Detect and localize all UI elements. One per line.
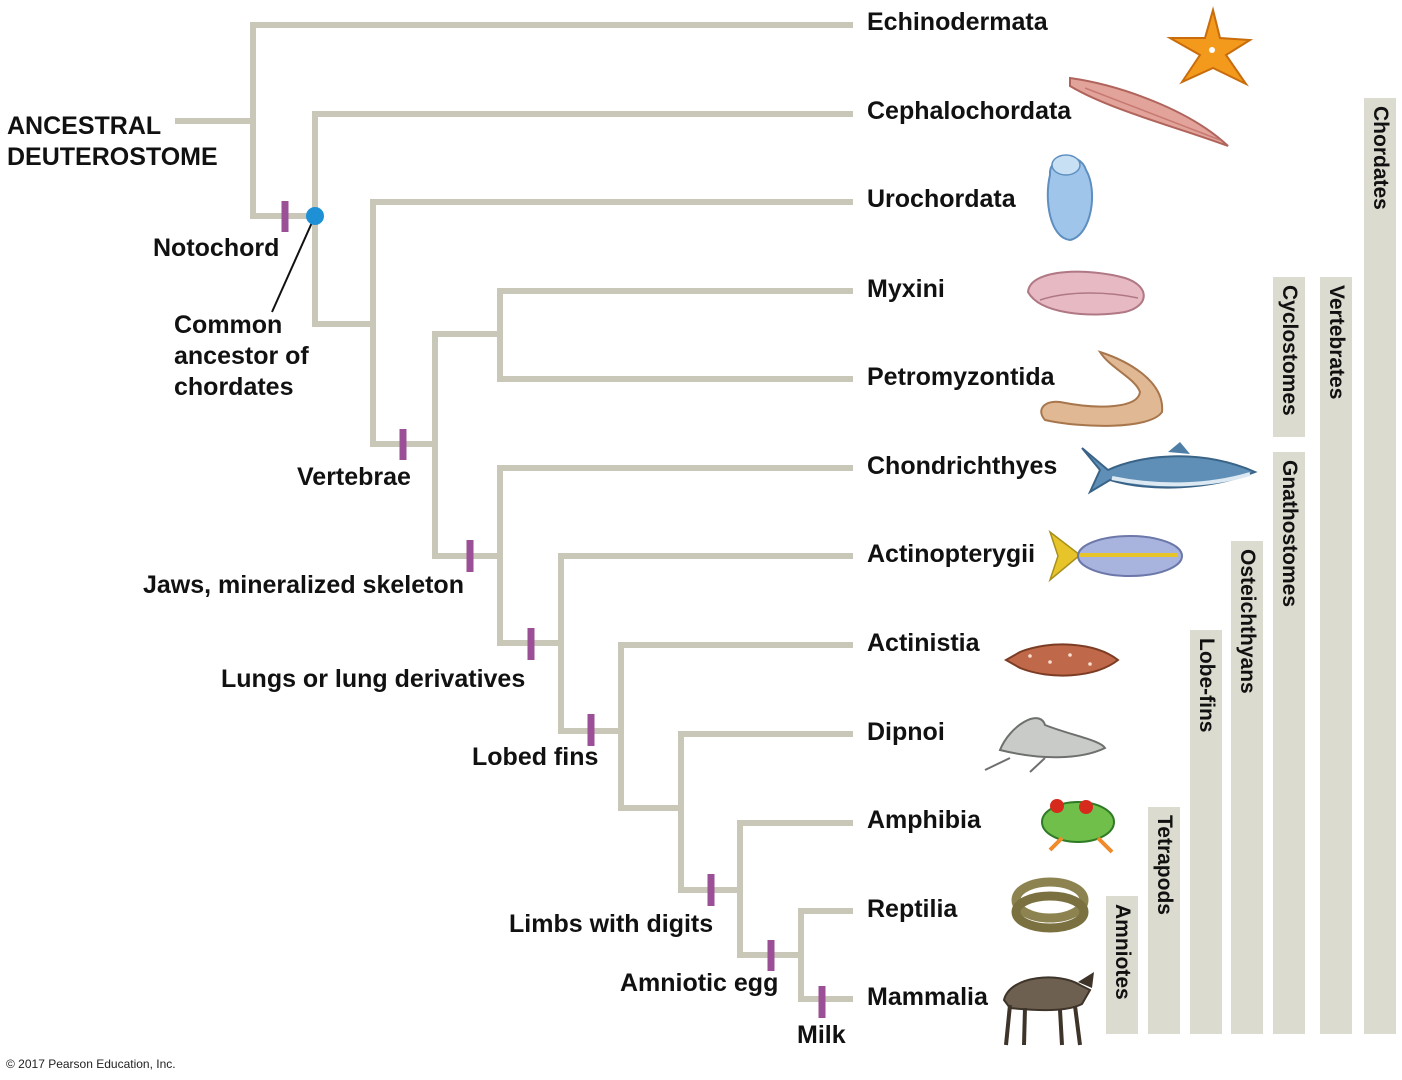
branch-chordate-split	[312, 111, 376, 327]
clade-label-chordates: Chordates	[1369, 106, 1392, 210]
root-label: ANCESTRAL DEUTEROSTOME	[7, 111, 218, 173]
taxon-echinodermata: Echinodermata	[867, 8, 1048, 36]
trait-vertebrae: Vertebrae	[297, 463, 411, 491]
clade-label-tetrapods: Tetrapods	[1153, 815, 1176, 915]
branch-tetrapodomorph-split	[678, 731, 743, 893]
taxon-petromyzontida: Petromyzontida	[867, 363, 1055, 391]
tunicate-icon	[1046, 154, 1093, 242]
shark-icon	[1081, 442, 1258, 495]
common-ancestor-dot	[306, 207, 324, 225]
starfish-icon	[1166, 6, 1254, 87]
branch-tetrapod-split	[737, 820, 804, 958]
clade-bar-osteichthyans: Osteichthyans	[1231, 541, 1263, 1034]
root-label-line-2: DEUTEROSTOME	[7, 143, 218, 171]
snake-icon	[1011, 877, 1089, 933]
trait-lungs: Lungs or lung derivatives	[221, 665, 526, 693]
clade-label-lobe-fins: Lobe-fins	[1195, 638, 1218, 733]
trait-marks	[281, 201, 826, 1018]
trait-amniotic-egg: Amniotic egg	[620, 969, 779, 997]
lancelet-icon	[1069, 76, 1229, 147]
branch-amniote-split	[798, 908, 853, 1002]
taxon-actinistia: Actinistia	[867, 629, 980, 657]
taxon-amphibia: Amphibia	[867, 806, 981, 834]
clade-bar-amniotes: Amniotes	[1106, 896, 1138, 1034]
taxon-myxini: Myxini	[867, 275, 945, 303]
copyright-notice: © 2017 Pearson Education, Inc.	[6, 1057, 176, 1071]
trait-jaws: Jaws, mineralized skeleton	[143, 571, 464, 599]
branch-lobefin-split	[618, 642, 684, 811]
taxon-urochordata: Urochordata	[867, 185, 1016, 213]
clade-bar-tetrapods: Tetrapods	[1148, 807, 1180, 1034]
branch-gnathostome-split	[497, 465, 564, 646]
trait-milk: Milk	[797, 1021, 846, 1049]
taxon-chondrichthyes: Chondrichthyes	[867, 452, 1058, 480]
trait-limbs: Limbs with digits	[509, 910, 714, 938]
clade-bar-chordates: Chordates	[1364, 98, 1396, 1034]
branch-deuterostome-split	[250, 22, 318, 219]
clade-label-gnathostomes: Gnathostomes	[1278, 460, 1301, 608]
tree-branches	[175, 22, 853, 1002]
clade-label-osteichthyans: Osteichthyans	[1236, 549, 1259, 694]
frog-icon	[1041, 799, 1115, 854]
clade-label-amniotes: Amniotes	[1111, 904, 1134, 1000]
branch-vertebrate-split	[432, 331, 503, 559]
branch-olfactores-split	[370, 199, 438, 447]
common-ancestor-line-3: chordates	[174, 373, 294, 401]
taxon-dipnoi: Dipnoi	[867, 718, 945, 746]
clade-bar-gnathostomes: Gnathostomes	[1273, 452, 1305, 1034]
common-ancestor-line-1: Common	[174, 311, 283, 339]
clade-label-cyclostomes: Cyclostomes	[1278, 285, 1301, 416]
lamprey-icon	[1040, 350, 1164, 427]
trait-notochord: Notochord	[153, 234, 280, 262]
clade-bar-vertebrates: Vertebrates	[1320, 277, 1352, 1034]
taxon-cephalochordata: Cephalochordata	[867, 97, 1072, 125]
hagfish-icon	[1026, 270, 1145, 316]
taxon-actinopterygii: Actinopterygii	[867, 540, 1036, 568]
wildebeest-icon	[1002, 972, 1094, 1046]
taxon-mammalia: Mammalia	[867, 983, 988, 1011]
clade-bar-lobe-fins: Lobe-fins	[1190, 630, 1222, 1034]
branch-cyclostome-split	[432, 288, 853, 382]
trait-lobed-fins: Lobed fins	[472, 743, 599, 771]
taxon-reptilia: Reptilia	[867, 895, 958, 923]
lungfish-icon	[984, 717, 1107, 773]
clade-bar-cyclostomes: Cyclostomes	[1273, 277, 1305, 437]
ancestor-pointer-line	[271, 217, 315, 313]
common-ancestor-line-2: ancestor of	[174, 342, 309, 370]
clade-label-vertebrates: Vertebrates	[1325, 285, 1348, 400]
coelacanth-icon	[1003, 643, 1120, 677]
root-label-line-1: ANCESTRAL	[7, 112, 162, 140]
ray-finned-fish-icon	[1048, 529, 1183, 583]
branch-osteichthyan-split	[558, 553, 624, 734]
common-ancestor-label: Common ancestor of chordates	[174, 310, 309, 403]
